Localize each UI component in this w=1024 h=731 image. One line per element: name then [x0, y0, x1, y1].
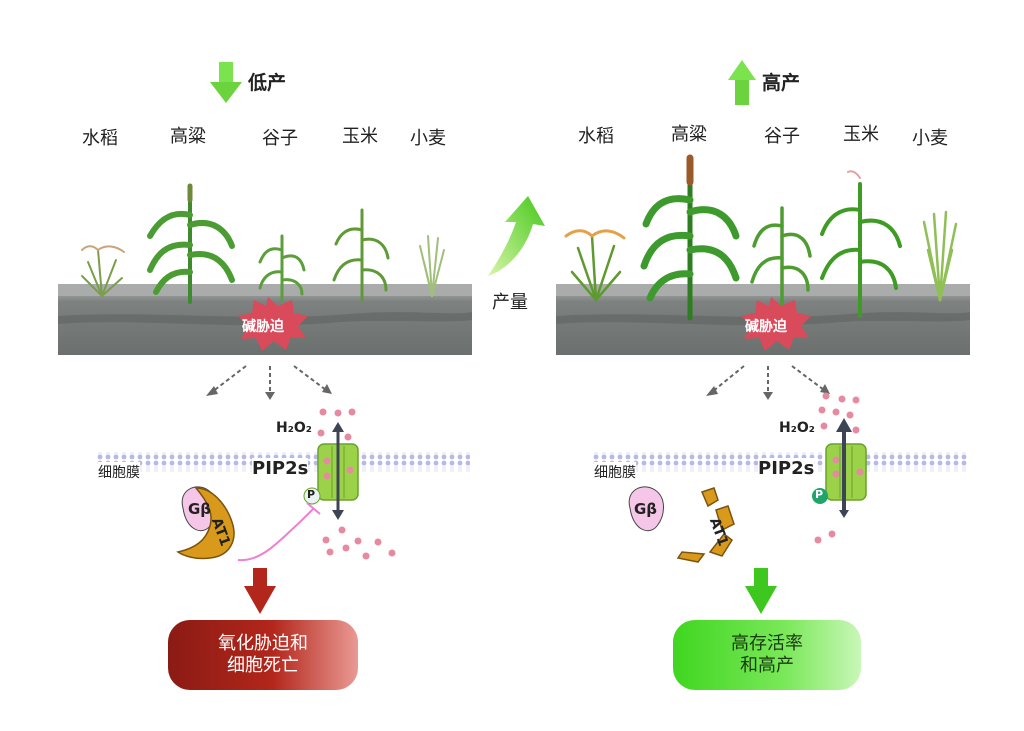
left-sorghum-plant [147, 183, 235, 304]
right-h2o2-dots [814, 392, 864, 544]
right-pip2s-label: PIP2s [758, 458, 815, 479]
left-crop-label: 小麦 [410, 128, 446, 149]
right-crop-label: 高粱 [671, 124, 707, 145]
right-phospho-label: P [815, 488, 824, 501]
left-gbeta-label: Gβ [188, 500, 212, 518]
left-outcome-line2: 细胞死亡 [227, 655, 299, 676]
left-at1-icon [176, 487, 235, 560]
right-wheat-plant [922, 210, 958, 302]
right-membrane-label: 细胞膜 [594, 462, 636, 482]
right-rice-plant [564, 229, 626, 302]
left-stress-label: 碱胁迫 [242, 319, 284, 335]
left-millet-plant [258, 234, 306, 302]
right-h2o2-label: H₂O₂ [779, 420, 815, 436]
right-gbeta-icon [628, 486, 664, 531]
right-stress-burst-icon [741, 297, 811, 351]
right-crop-label: 小麦 [912, 128, 948, 149]
right-gbeta-label: Gβ [634, 500, 658, 518]
left-crop-label: 谷子 [262, 128, 298, 149]
left-phospho-label: P [307, 488, 316, 501]
right-crop-label: 谷子 [764, 126, 800, 147]
left-membrane-label: 细胞膜 [98, 462, 140, 482]
left-maize-plant [332, 208, 390, 302]
yield-curved-arrow-icon [488, 196, 545, 276]
up-arrow-icon [728, 60, 756, 105]
left-h2o2-label: H₂O₂ [276, 420, 312, 436]
left-outcome-box: 氧化胁迫和 细胞死亡 [168, 620, 358, 690]
right-plants [564, 154, 958, 321]
left-plants [81, 183, 445, 304]
right-outcome-line2: 和高产 [740, 655, 794, 676]
left-header-label: 低产 [248, 72, 287, 94]
left-crop-label: 玉米 [342, 126, 378, 147]
right-outcome-line1: 高存活率 [731, 633, 803, 654]
right-arrowheads [706, 384, 830, 400]
yield-label: 产量 [492, 292, 528, 313]
left-crop-label: 高粱 [170, 126, 206, 147]
left-h2o2-dots [317, 408, 396, 560]
right-outcome-box: 高存活率 和高产 [673, 620, 861, 690]
left-outcome-arrow-icon [244, 568, 276, 614]
down-arrow-icon [210, 62, 242, 103]
left-signal-arrows [211, 365, 327, 394]
right-sorghum-plant [640, 154, 740, 321]
left-arrowheads [206, 384, 332, 400]
left-inhibition-line [237, 502, 321, 562]
right-outcome-arrow-icon [745, 568, 777, 614]
left-wheat-plant [419, 235, 445, 297]
left-rice-plant [81, 245, 125, 297]
right-header-label: 高产 [762, 72, 801, 94]
right-signal-arrows [711, 365, 825, 394]
left-crop-label: 水稻 [82, 128, 118, 149]
right-crop-label: 玉米 [843, 124, 879, 145]
right-stress-label: 碱胁迫 [745, 319, 787, 335]
right-at1-broken-icon [676, 487, 735, 563]
right-millet-plant [750, 206, 812, 308]
left-outcome-line1: 氧化胁迫和 [218, 633, 308, 654]
left-pip2s-label: PIP2s [252, 458, 309, 479]
left-stress-burst-icon [238, 297, 308, 351]
right-crop-label: 水稻 [578, 126, 614, 147]
right-maize-plant [820, 170, 902, 318]
